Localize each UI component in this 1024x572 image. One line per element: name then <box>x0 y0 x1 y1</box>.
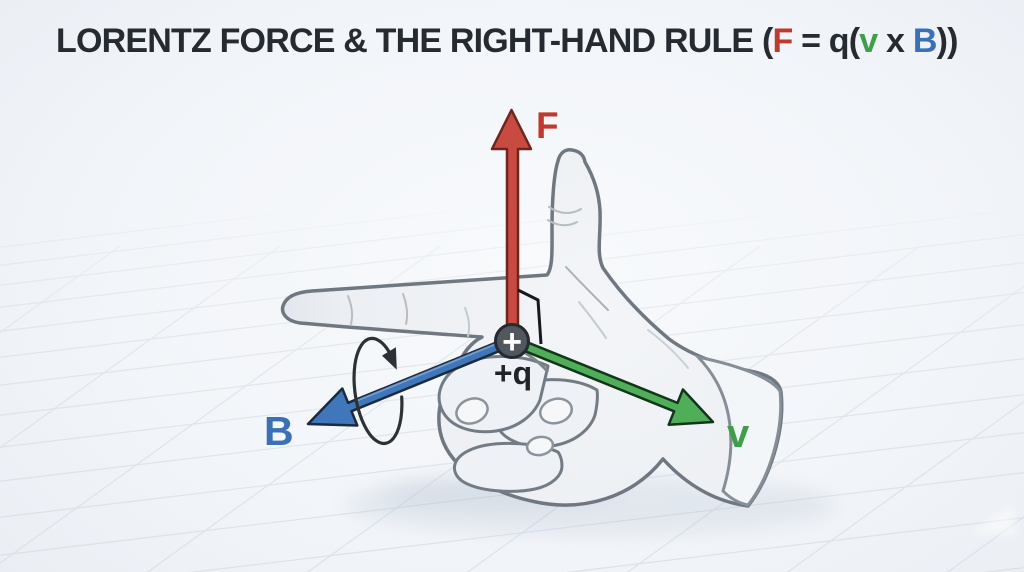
title-formula-cross: x <box>877 22 913 60</box>
charge-circle <box>494 323 530 359</box>
force-label: F <box>536 105 559 146</box>
plus-symbol: + <box>502 323 522 361</box>
rotation-arrow <box>352 336 404 446</box>
right-hand-illustration <box>280 148 784 508</box>
hand-silhouette <box>280 148 784 508</box>
velocity-label: v <box>727 412 750 456</box>
velocity-arrow <box>509 335 715 426</box>
title-formula-v: v <box>859 22 878 60</box>
corner-glow <box>972 504 1016 536</box>
field-label: B <box>264 408 294 454</box>
ring-fingernail <box>538 397 574 425</box>
title-closing-parens: )) <box>936 22 959 60</box>
force-arrow <box>490 108 533 347</box>
middle-fingernail <box>455 397 489 425</box>
title-text: LORENTZ FORCE & THE RIGHT-HAND RULE ( <box>56 22 773 60</box>
hand-crease-lines <box>347 206 689 369</box>
field-arrow <box>306 335 515 427</box>
charge-label: +q <box>494 355 532 391</box>
field-arrow-highlight <box>355 338 509 402</box>
rotation-arc <box>352 336 404 446</box>
wrist-cuff <box>693 354 783 507</box>
rotation-arrowhead <box>382 347 397 370</box>
title-formula-b: B <box>912 22 938 60</box>
pinky-fingernail <box>525 435 555 457</box>
charge-point: + <box>494 323 530 361</box>
page-title: LORENTZ FORCE & THE RIGHT-HAND RULE (F =… <box>56 22 958 61</box>
right-angle-marker <box>517 288 543 345</box>
title-formula-equals: = q( <box>792 22 860 60</box>
title-formula-f: F <box>772 22 793 60</box>
